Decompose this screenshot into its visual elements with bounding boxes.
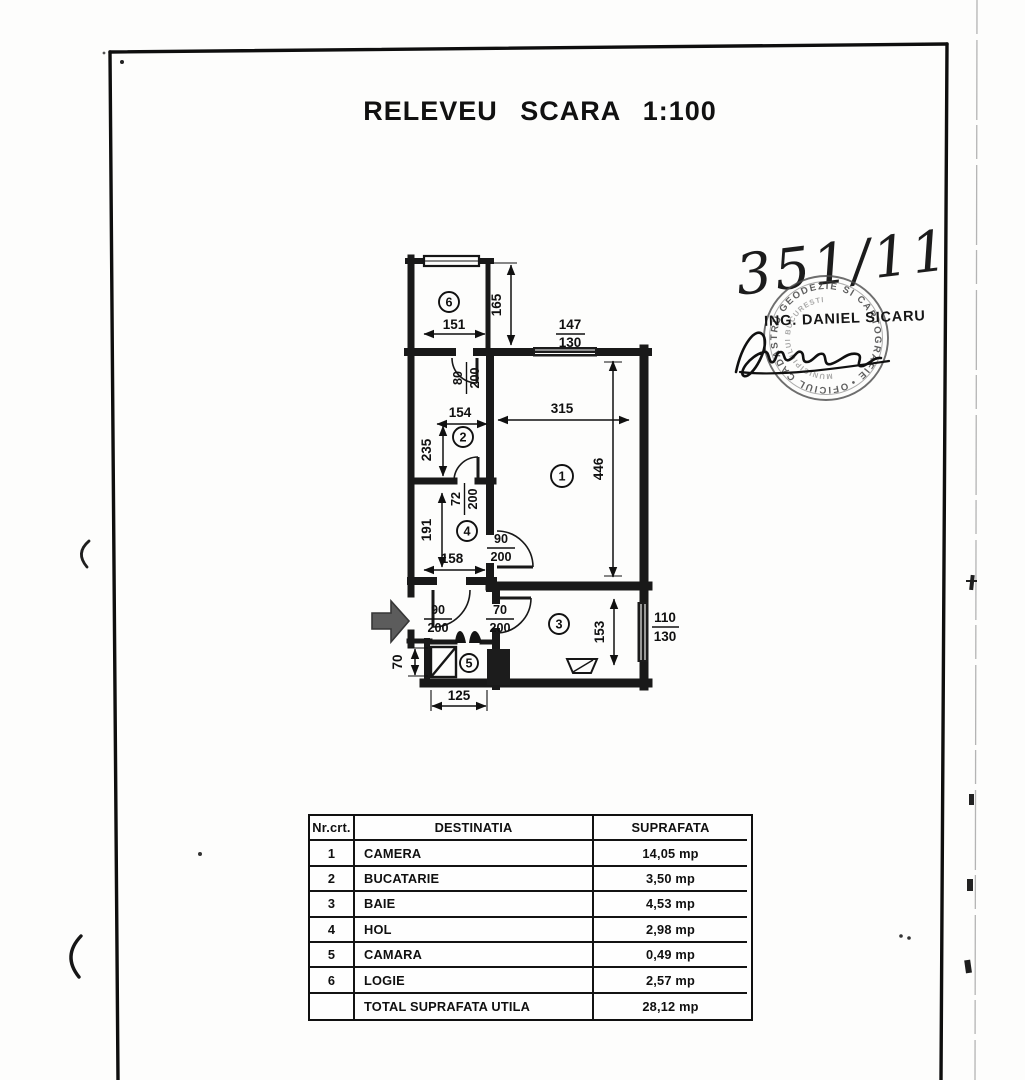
row-nr: 6: [310, 968, 355, 994]
row-destinatia: BAIE: [355, 892, 594, 918]
row-nr: 3: [310, 892, 355, 918]
row-suprafata: 0,49 mp: [594, 943, 747, 969]
row-nr: 2: [310, 866, 355, 893]
svg-text:2: 2: [459, 431, 466, 445]
dim-bath-window: 110 130: [652, 610, 679, 644]
entry-arrow-icon: [371, 598, 411, 645]
row-suprafata: 2,98 mp: [594, 918, 747, 943]
row-suprafata-total: 28,12 mp: [642, 998, 699, 1014]
dim-logie-door: 80 200: [451, 362, 482, 394]
bath-fixture: [565, 658, 599, 674]
svg-text:200: 200: [468, 367, 482, 388]
table-header-destinatia: DESTINATIA: [355, 816, 594, 842]
room-marker-3: 3: [548, 613, 570, 635]
row-nr: 5: [310, 942, 355, 969]
wall-corner-block: [487, 649, 510, 685]
room-marker-6: 6: [438, 291, 460, 313]
svg-text:5: 5: [465, 657, 472, 671]
row-destinatia: BUCATARIE: [355, 866, 594, 893]
signature: [734, 331, 891, 378]
area-table: Nr.crt. DESTINATIA SUPRAFATA 1 CAMERA 14…: [308, 814, 753, 1022]
camera-window: [533, 347, 597, 357]
row-destinatia: HOL: [355, 917, 594, 943]
svg-text:130: 130: [654, 629, 677, 644]
row-suprafata: 2,57 mp: [594, 968, 747, 994]
page-border: [108, 42, 949, 1080]
bath-window: [637, 602, 649, 662]
dim-hol-width: 158: [441, 551, 464, 566]
dim-camera-window: 147 130: [556, 317, 585, 350]
svg-text:72: 72: [449, 492, 463, 506]
dim-kitchen-height: 235: [419, 438, 434, 461]
svg-text:80: 80: [451, 371, 465, 385]
row-nr: 1: [310, 841, 355, 867]
row-nr: 4: [310, 917, 355, 943]
table-header-suprafata: SUPRAFATA: [594, 816, 747, 842]
svg-text:200: 200: [489, 621, 510, 635]
dim-bath-height: 153: [592, 620, 607, 643]
svg-text:200: 200: [427, 621, 448, 635]
svg-text:90: 90: [494, 532, 508, 546]
dim-camara-width: 125: [448, 688, 471, 703]
svg-text:3: 3: [555, 618, 562, 632]
svg-text:110: 110: [654, 610, 676, 625]
svg-text:200: 200: [466, 488, 480, 509]
dim-camera-width: 315: [551, 401, 574, 416]
dim-bath-door: 70 200: [486, 603, 514, 635]
dim-logie-height: 165: [489, 293, 504, 316]
room-markers: 1 2 3 4 5 6: [438, 291, 574, 673]
svg-text:130: 130: [559, 335, 582, 350]
row-destinatia: CAMERA: [355, 841, 594, 867]
svg-text:6: 6: [445, 296, 452, 310]
row-destinatia: CAMARA: [355, 942, 594, 969]
row-nr: [310, 993, 355, 1020]
door-swings: [431, 357, 534, 634]
row-suprafata: 3,50 mp: [594, 867, 747, 893]
dim-kitchen-width: 154: [449, 405, 472, 420]
camara-bifold-door: [455, 630, 482, 643]
row-destinatia-total: TOTAL SUPRAFATA UTILA: [355, 993, 594, 1020]
svg-text:200: 200: [490, 550, 511, 564]
dim-camera-door: 90 200: [487, 532, 515, 564]
room-marker-1: 1: [550, 464, 574, 488]
dim-camara-height: 70: [390, 654, 405, 669]
svg-text:1: 1: [558, 470, 565, 484]
room-marker-4: 4: [456, 520, 478, 542]
dim-camera-height: 446: [591, 457, 606, 480]
walls: [404, 254, 653, 691]
svg-text:147: 147: [559, 317, 582, 332]
row-suprafata: 14,05 mp: [594, 841, 747, 867]
svg-text:4: 4: [463, 525, 470, 539]
dim-logie-width: 151: [443, 317, 466, 332]
row-suprafata: 4,53 mp: [594, 892, 747, 918]
camara-closet: [429, 645, 458, 679]
dimension-lines: [408, 262, 630, 711]
room-marker-5: 5: [459, 653, 479, 673]
svg-text:70: 70: [493, 603, 507, 617]
room-marker-2: 2: [452, 426, 474, 448]
dim-entry-door: 90 200: [424, 603, 452, 635]
table-header-nr: Nr.crt.: [310, 816, 355, 842]
dim-hol-height: 191: [419, 518, 434, 541]
logie-window: [422, 254, 481, 268]
row-destinatia: LOGIE: [355, 968, 594, 994]
stamp-engineer-name: ING. DANIEL SICARU: [764, 308, 926, 330]
scan-artifacts: [69, 0, 978, 1080]
dim-kitchen-door: 72 200: [449, 483, 480, 515]
page-title: RELEVEU SCARA 1:100: [363, 96, 717, 126]
svg-text:90: 90: [431, 603, 445, 617]
